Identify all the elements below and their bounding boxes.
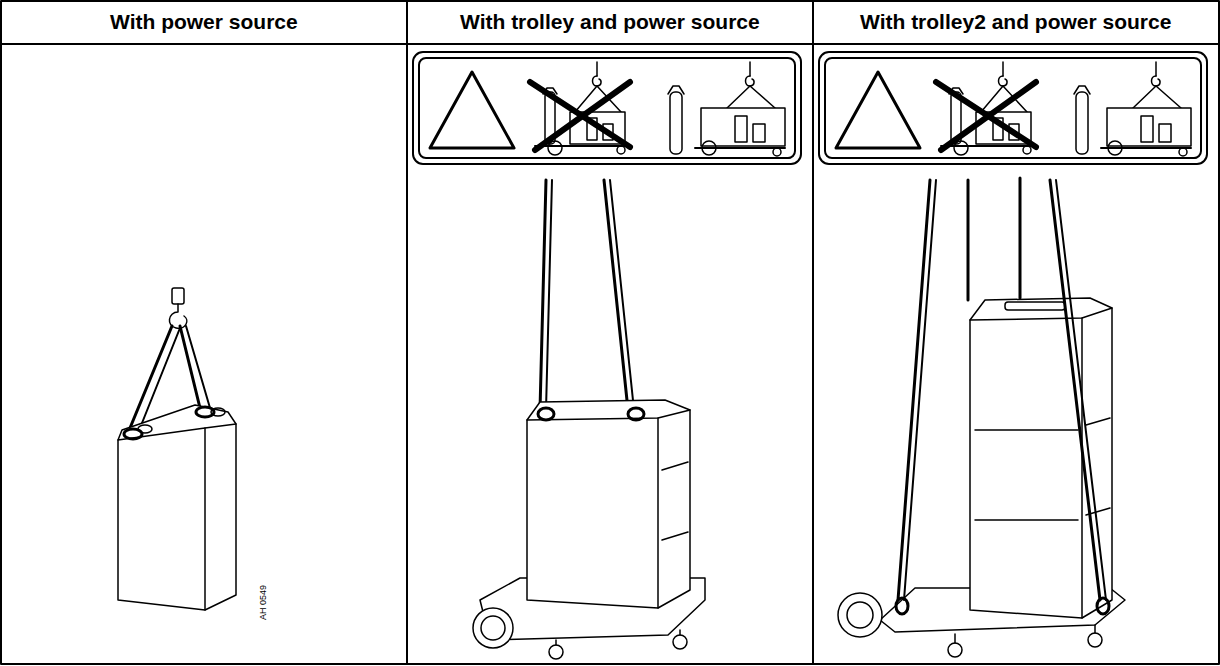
figure-code: AH 0549 [258, 585, 268, 620]
warning-sign [413, 52, 801, 164]
warning-sign [819, 52, 1207, 164]
power-source-lifting [118, 288, 236, 610]
trolley-lifting [473, 180, 705, 659]
column-header: With trolley and power source [460, 10, 760, 34]
trolley2-lifting [838, 178, 1125, 657]
column-header: With power source [110, 10, 298, 34]
column-header: With trolley2 and power source [860, 10, 1171, 34]
